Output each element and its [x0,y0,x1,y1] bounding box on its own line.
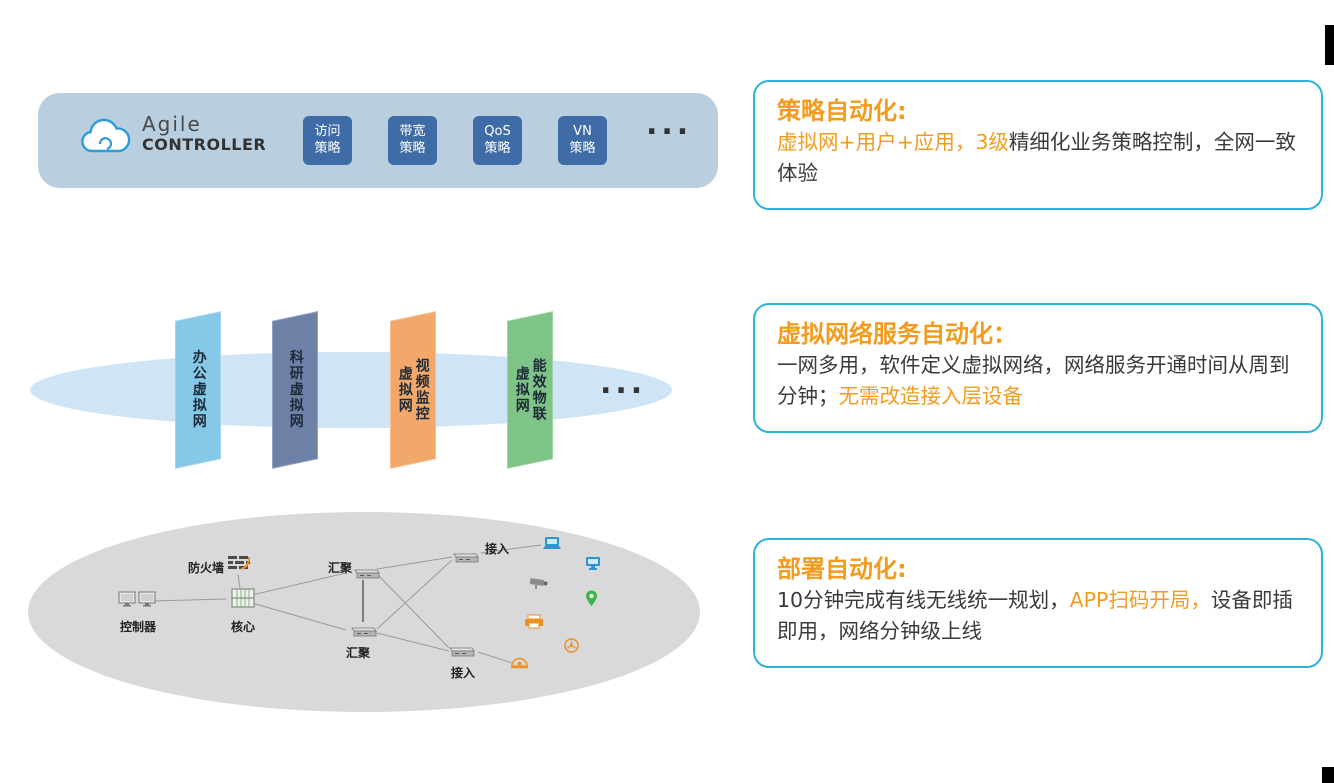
callout-deployment-automation: 部署自动化: 10分钟完成有线无线统一规划，APP扫码开局，设备即插即用，网络分… [753,538,1323,668]
callout-text-segment: 10分钟完成有线无线统一规划， [777,588,1070,613]
brand-name: Agile [142,112,202,136]
callout-title: 部署自动化: [777,555,907,583]
callout-policy-automation: 策略自动化: 虚拟网+用户+应用，3级精细化业务策略控制，全网一致体验 [753,80,1323,210]
access-bottom-label: 接入 [450,666,475,680]
callout-text-segment: 设备即插即用，网络分钟级上线 [777,588,1293,643]
access-policy-chip: 访问 策略 [303,116,352,165]
printer-icon [524,614,544,629]
physical-network-ellipse [28,512,700,712]
virtual-network-ellipse [30,352,672,428]
callout-vn-service-automation: 虚拟网络服务自动化： 一网多用，软件定义虚拟网络，网络服务开通时间从周到分钟；无… [753,303,1323,433]
callout-title: 策略自动化: [777,97,907,125]
callout-body: 虚拟网+用户+应用，3级精细化业务策略控制，全网一致体验 [777,127,1299,188]
edge-bar-bottom [1322,767,1334,783]
qos-policy-chip: QoS 策略 [473,116,522,165]
aggregation-top-label: 汇聚 [327,561,352,575]
aggregation-switch-icon [352,566,380,580]
brand-subname: CONTROLLER [142,135,267,154]
access-switch-icon [451,550,479,564]
callout-text-segment: 无需改造接入层设备 [838,383,1024,408]
callout-body: 10分钟完成有线无线统一规划，APP扫码开局，设备即插即用，网络分钟级上线 [777,585,1299,646]
vn-panel-label: 科研虚拟网 [287,350,304,431]
agile-controller-banner: Agile CONTROLLER 访问 策略 带宽 策略 QoS 策略 VN 策… [38,93,718,188]
aggregation-switch-icon [349,624,377,638]
aggregation-bottom-label: 汇聚 [345,646,370,660]
callout-text-segment: 精细化业务策略控制，全网一致体验 [777,130,1296,185]
monitor-icon [585,556,601,571]
brand-logo-text: Agile CONTROLLER [142,113,266,154]
policy-chip-row: 访问 策略 带宽 策略 QoS 策略 VN 策略 [303,116,607,165]
bandwidth-policy-chip: 带宽 策略 [388,116,437,165]
callout-text-segment: 虚拟网+用户+应用，3级 [777,130,1009,155]
vn-panel-label: 能效物联 虚拟网 [514,358,547,422]
firewall-label: 防火墙 [187,561,224,575]
vn-panel-label: 视频监控 虚拟网 [397,358,430,422]
firewall-icon [227,555,251,571]
callout-text-segment: APP扫码开局， [1069,588,1211,613]
location-pin-icon [585,590,598,607]
controller-label: 控制器 [119,620,156,634]
more-vns-ellipsis: ... [600,366,647,401]
vn-policy-chip: VN 策略 [558,116,607,165]
access-top-label: 接入 [484,542,509,556]
vn-panel-office: 办公虚拟网 [175,311,221,469]
controller-icon [118,590,156,612]
access-switch-icon [447,644,475,658]
laptop-icon [541,536,563,552]
dome-camera-icon [511,657,528,669]
core-switch-icon [231,588,255,608]
vn-panel-video-surveillance: 视频监控 虚拟网 [390,311,436,469]
more-policies-ellipsis: ... [646,107,693,142]
callout-body: 一网多用，软件定义虚拟网络，网络服务开通时间从周到分钟；无需改造接入层设备 [777,350,1299,411]
callout-text-segment: 一网多用，软件定义虚拟网络，网络服务开通时间从周到分钟； [777,353,1290,408]
vn-panel-research: 科研虚拟网 [272,311,318,469]
fan-icon [564,638,579,653]
cloud-icon [78,117,134,163]
cctv-camera-icon [529,577,551,590]
vn-panel-label: 办公虚拟网 [190,350,207,431]
edge-bar-top [1325,25,1334,65]
callout-title: 虚拟网络服务自动化： [777,320,1017,348]
core-label: 核心 [230,620,255,634]
vn-panel-energy-iot: 能效物联 虚拟网 [507,311,553,469]
